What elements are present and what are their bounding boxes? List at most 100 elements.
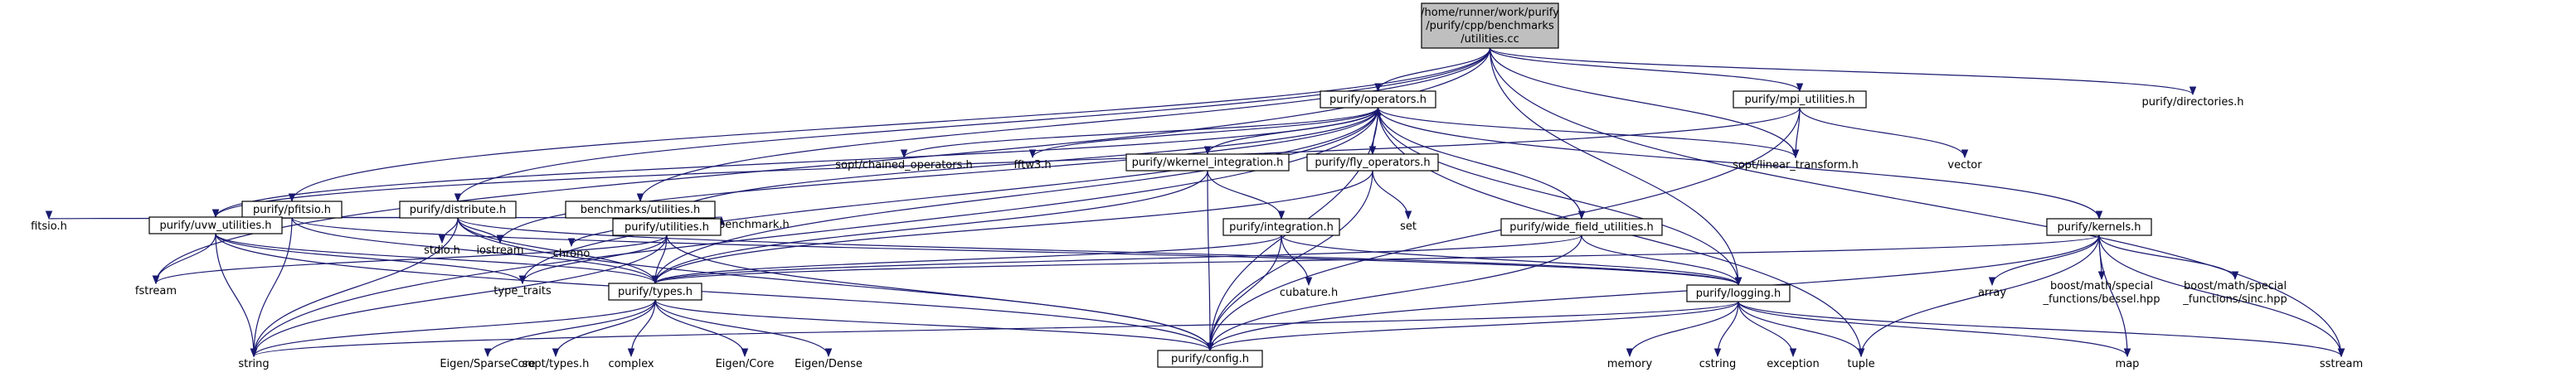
edge-wide_field-to-logging [1581,234,1742,287]
edge-integration-to-config [1206,234,1282,352]
node-types[interactable]: purify/types.h [608,283,702,301]
edge-wkernel-to-types [651,170,1208,285]
node-label: sstream [2320,358,2363,370]
node-label: purify/kernels.h [2057,221,2141,234]
node-mpi_utilities[interactable]: purify/mpi_utilities.h [1733,90,1867,109]
edge-operators-to-type_traits [518,107,1379,285]
node-label: purify/wkernel_integration.h [1132,157,1284,169]
edge-uvw_utilities-to-fstream [152,233,216,285]
edge-pfitsio-to-string [250,217,293,358]
edge-uvw_utilities-to-config [215,233,1214,352]
edge-types-to-config [654,299,1214,352]
edge-uvw_utilities-to-string [215,233,258,358]
edge-logging-to-tuple [1738,301,1865,358]
node-label: sopt/types.h [522,358,590,370]
edge-mpi_utilities-to-uvw_utilities [211,107,1801,219]
node-wkernel[interactable]: purify/wkernel_integration.h [1125,153,1290,172]
node-distribute[interactable]: purify/distribute.h [399,201,517,219]
node-fly_operators[interactable]: purify/fly_operators.h [1306,153,1439,172]
node-tuple: tuple [1847,358,1874,370]
node-sopt_types: sopt/types.h [522,358,590,370]
edge-types-to-eigen_dense [654,299,833,358]
edge-pfitsio-to-types [291,217,659,285]
node-map: map [2116,358,2140,370]
node-box [565,201,716,219]
node-label: purify/types.h [618,286,693,298]
node-vector: vector [1947,159,1982,172]
edge-logging-to-config [1206,301,1739,352]
node-string: string [238,358,269,370]
node-label: iostream [476,244,523,257]
node-label: purify/wide_field_utilities.h [1509,221,1653,234]
edge-root-to-distribute [454,47,1491,203]
node-bench_utilities[interactable]: benchmarks/utilities.h [565,201,716,219]
node-label: boost/math/special [2050,280,2153,292]
edge-layer [48,47,2345,358]
edge-operators-to-types [651,107,1379,285]
edge-operators-to-logging [1377,107,1742,287]
node-operators[interactable]: purify/operators.h [1320,90,1436,109]
node-label: stdio.h [424,244,460,257]
edge-utilities-to-config [666,234,1214,352]
node-chained_operators: sopt/chained_operators.h [835,159,972,172]
node-cubature: cubature.h [1280,287,1338,299]
edge-mpi_utilities-to-vector [1799,107,1969,159]
node-config[interactable]: purify/config.h [1157,350,1263,368]
node-box [612,218,722,236]
edge-types-to-complex [627,299,656,358]
node-label: purify/operators.h [1329,94,1427,106]
edge-integration-to-types [651,234,1282,285]
node-box [1320,90,1436,109]
edge-integration-to-logging [1281,234,1742,287]
node-label: tuple [1847,358,1874,370]
node-fitsio: fitsio.h [31,220,67,233]
node-box [1125,153,1290,172]
node-label: fitsio.h [31,220,67,233]
node-label: sopt/linear_transform.h [1733,159,1859,172]
edge-kernels-to-array [1988,234,2100,287]
node-utilities[interactable]: purify/utilities.h [612,218,722,236]
node-label: _functions/bessel.hpp [2042,293,2160,306]
node-stdio: stdio.h [424,244,460,257]
edge-wide_field-to-types [652,234,1582,285]
node-box [2046,218,2152,236]
node-label: Eigen/Core [716,358,775,370]
edge-types-to-string [250,299,656,358]
node-label: Eigen/Dense [795,358,863,370]
node-label: purify/config.h [1171,353,1249,365]
edge-kernels-to-sstream [2098,234,2345,358]
edge-logging-to-string [250,301,1739,358]
node-label: map [2116,358,2140,370]
node-wide_field[interactable]: purify/wide_field_utilities.h [1500,218,1663,236]
node-layer: /home/runner/work/purify/purify/cpp/benc… [31,2,2363,370]
node-label: purify/mpi_utilities.h [1745,94,1855,106]
edge-root-to-linear_transform [1489,47,1800,159]
node-kernels[interactable]: purify/kernels.h [2046,218,2152,236]
node-box [1686,284,1791,302]
edge-operators-to-fftw3 [1028,107,1379,159]
node-label: type_traits [493,285,552,297]
node-uvw_utilities[interactable]: purify/uvw_utilities.h [148,216,283,234]
edge-uvw_utilities-to-type_traits [215,233,527,285]
node-box [399,201,517,219]
node-pfitsio[interactable]: purify/pfitsio.h [241,201,343,219]
node-set: set [1400,220,1417,233]
node-label: /utilities.cc [1461,33,1519,46]
node-label: cubature.h [1280,287,1338,299]
node-label: sopt/chained_operators.h [835,159,972,172]
edge-root-to-directories [1489,47,2197,96]
edge-operators-to-string [250,107,1379,358]
node-label: exception [1767,358,1820,370]
node-box [148,216,283,234]
node-exception: exception [1767,358,1820,370]
node-label: benchmarks/utilities.h [581,204,701,216]
node-logging[interactable]: purify/logging.h [1686,284,1791,302]
edge-wkernel-to-config [1206,170,1214,352]
node-label: memory [1607,358,1653,370]
edge-types-to-eigen_sparse [484,299,656,358]
node-label: boost/math/special [2184,280,2287,292]
edge-logging-to-map [1738,301,2131,358]
node-integration[interactable]: purify/integration.h [1222,218,1340,236]
node-root[interactable]: /home/runner/work/purify/purify/cpp/benc… [1421,2,1559,49]
